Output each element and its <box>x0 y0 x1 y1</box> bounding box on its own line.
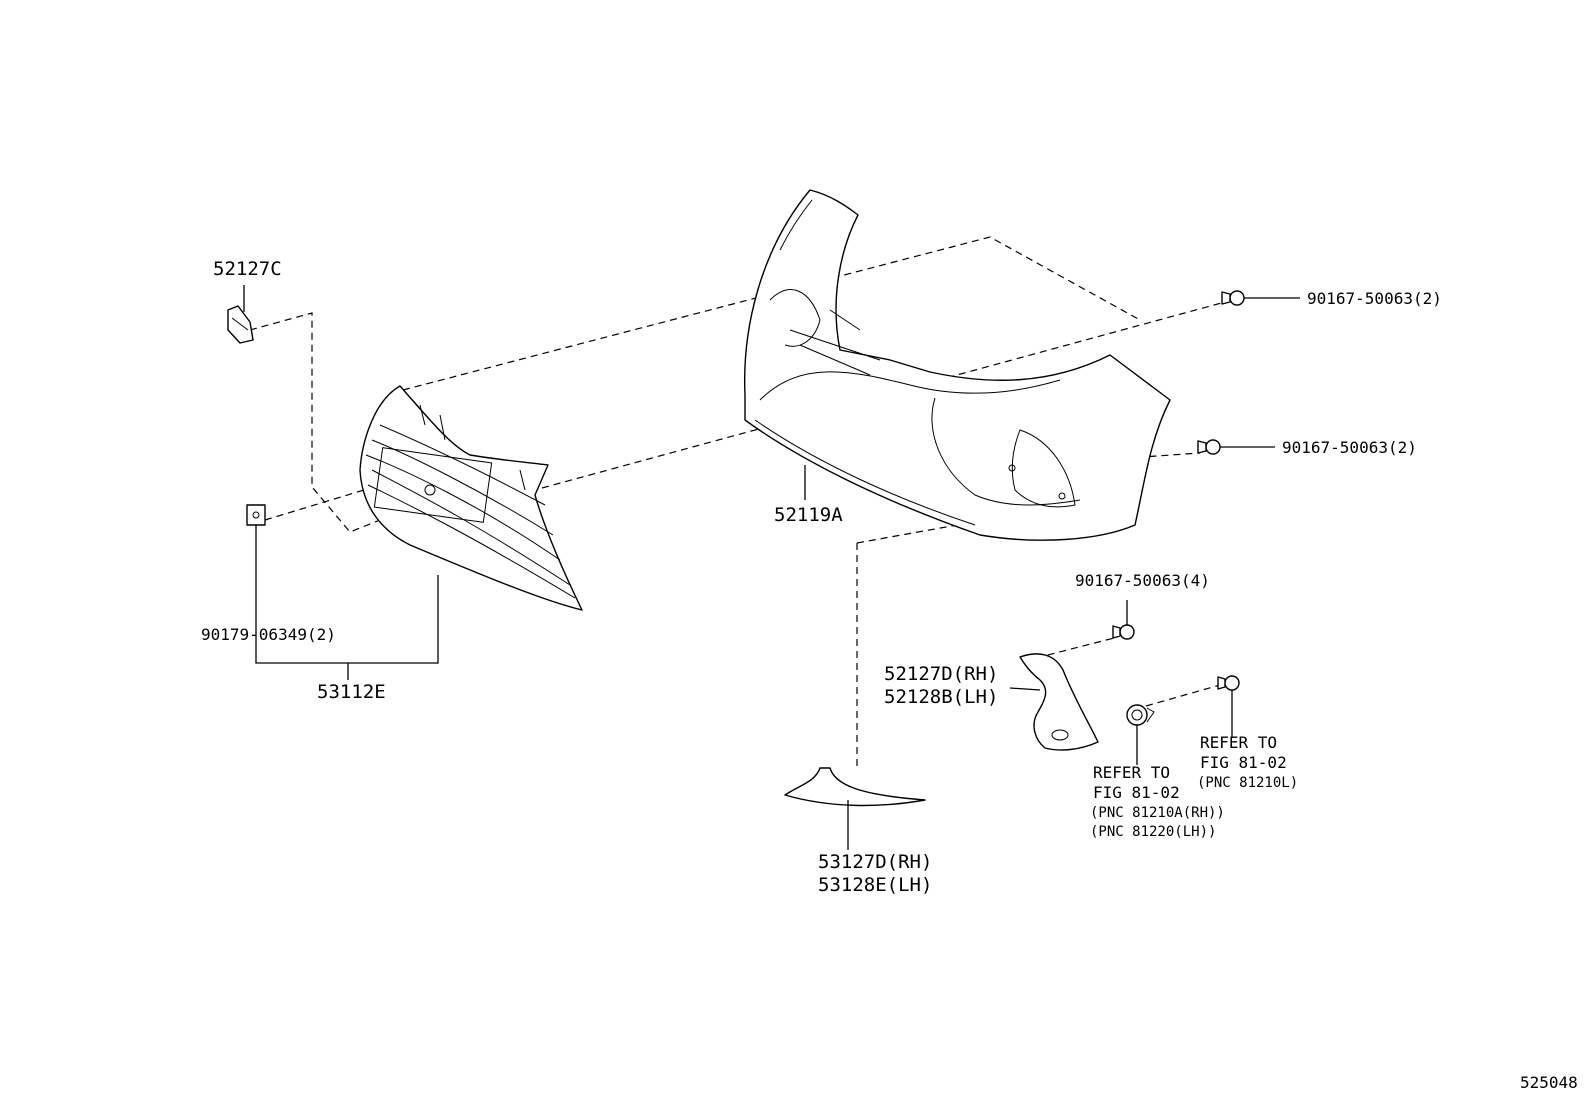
label-bumper-cover: 52119A <box>774 504 843 526</box>
label-fog-cover-lh: 52128B(LH) <box>884 686 998 708</box>
ref-screw-line1: REFER TO <box>1200 733 1277 752</box>
ref-screw-line2: FIG 81-02 <box>1200 753 1287 772</box>
label-bolt-upper-right: 90167-50063(2) <box>1307 289 1442 308</box>
bumper-cover-drawing <box>743 189 1171 541</box>
label-grille: 53112E <box>317 681 386 703</box>
label-bolt-middle-right: 90167-50063(2) <box>1282 438 1417 457</box>
ref-lamp-line2: FIG 81-02 <box>1093 783 1180 802</box>
grille-drawing <box>359 385 583 611</box>
label-spoiler-rh: 53127D(RH) <box>818 851 932 873</box>
ref-screw-line3: (PNC 81210L) <box>1197 775 1298 791</box>
bracket-top-drawing <box>227 305 254 344</box>
leader-lines <box>243 285 1300 850</box>
label-bracket-top: 52127C <box>213 258 282 280</box>
label-spoiler-lh: 53128E(LH) <box>818 874 932 896</box>
bolt-middle-right-icon <box>1197 439 1221 455</box>
ref-lamp-line1: REFER TO <box>1093 763 1170 782</box>
ref-lamp-line3: (PNC 81210A(RH)) <box>1090 805 1225 821</box>
ref-lamp-line4: (PNC 81220(LH)) <box>1090 824 1216 840</box>
spoiler-drawing <box>784 767 926 807</box>
figure-id: 525048 <box>1520 1073 1578 1092</box>
bolt-upper-right-icon <box>1221 290 1245 306</box>
fog-lamp-screw-icon <box>1217 675 1240 691</box>
label-fog-cover-rh: 52127D(RH) <box>884 663 998 685</box>
clip-left-drawing <box>246 504 266 526</box>
label-bolt-fog-cover: 90167-50063(4) <box>1075 571 1210 590</box>
part-labels: 52127C 90167-50063(2) 90167-50063(2) 521… <box>201 258 1578 1092</box>
bolt-fog-cover-icon <box>1112 624 1135 640</box>
fog-lamp-drawing <box>1126 704 1155 726</box>
label-clip-left: 90179-06349(2) <box>201 625 336 644</box>
fog-cover-drawing <box>1019 653 1099 751</box>
